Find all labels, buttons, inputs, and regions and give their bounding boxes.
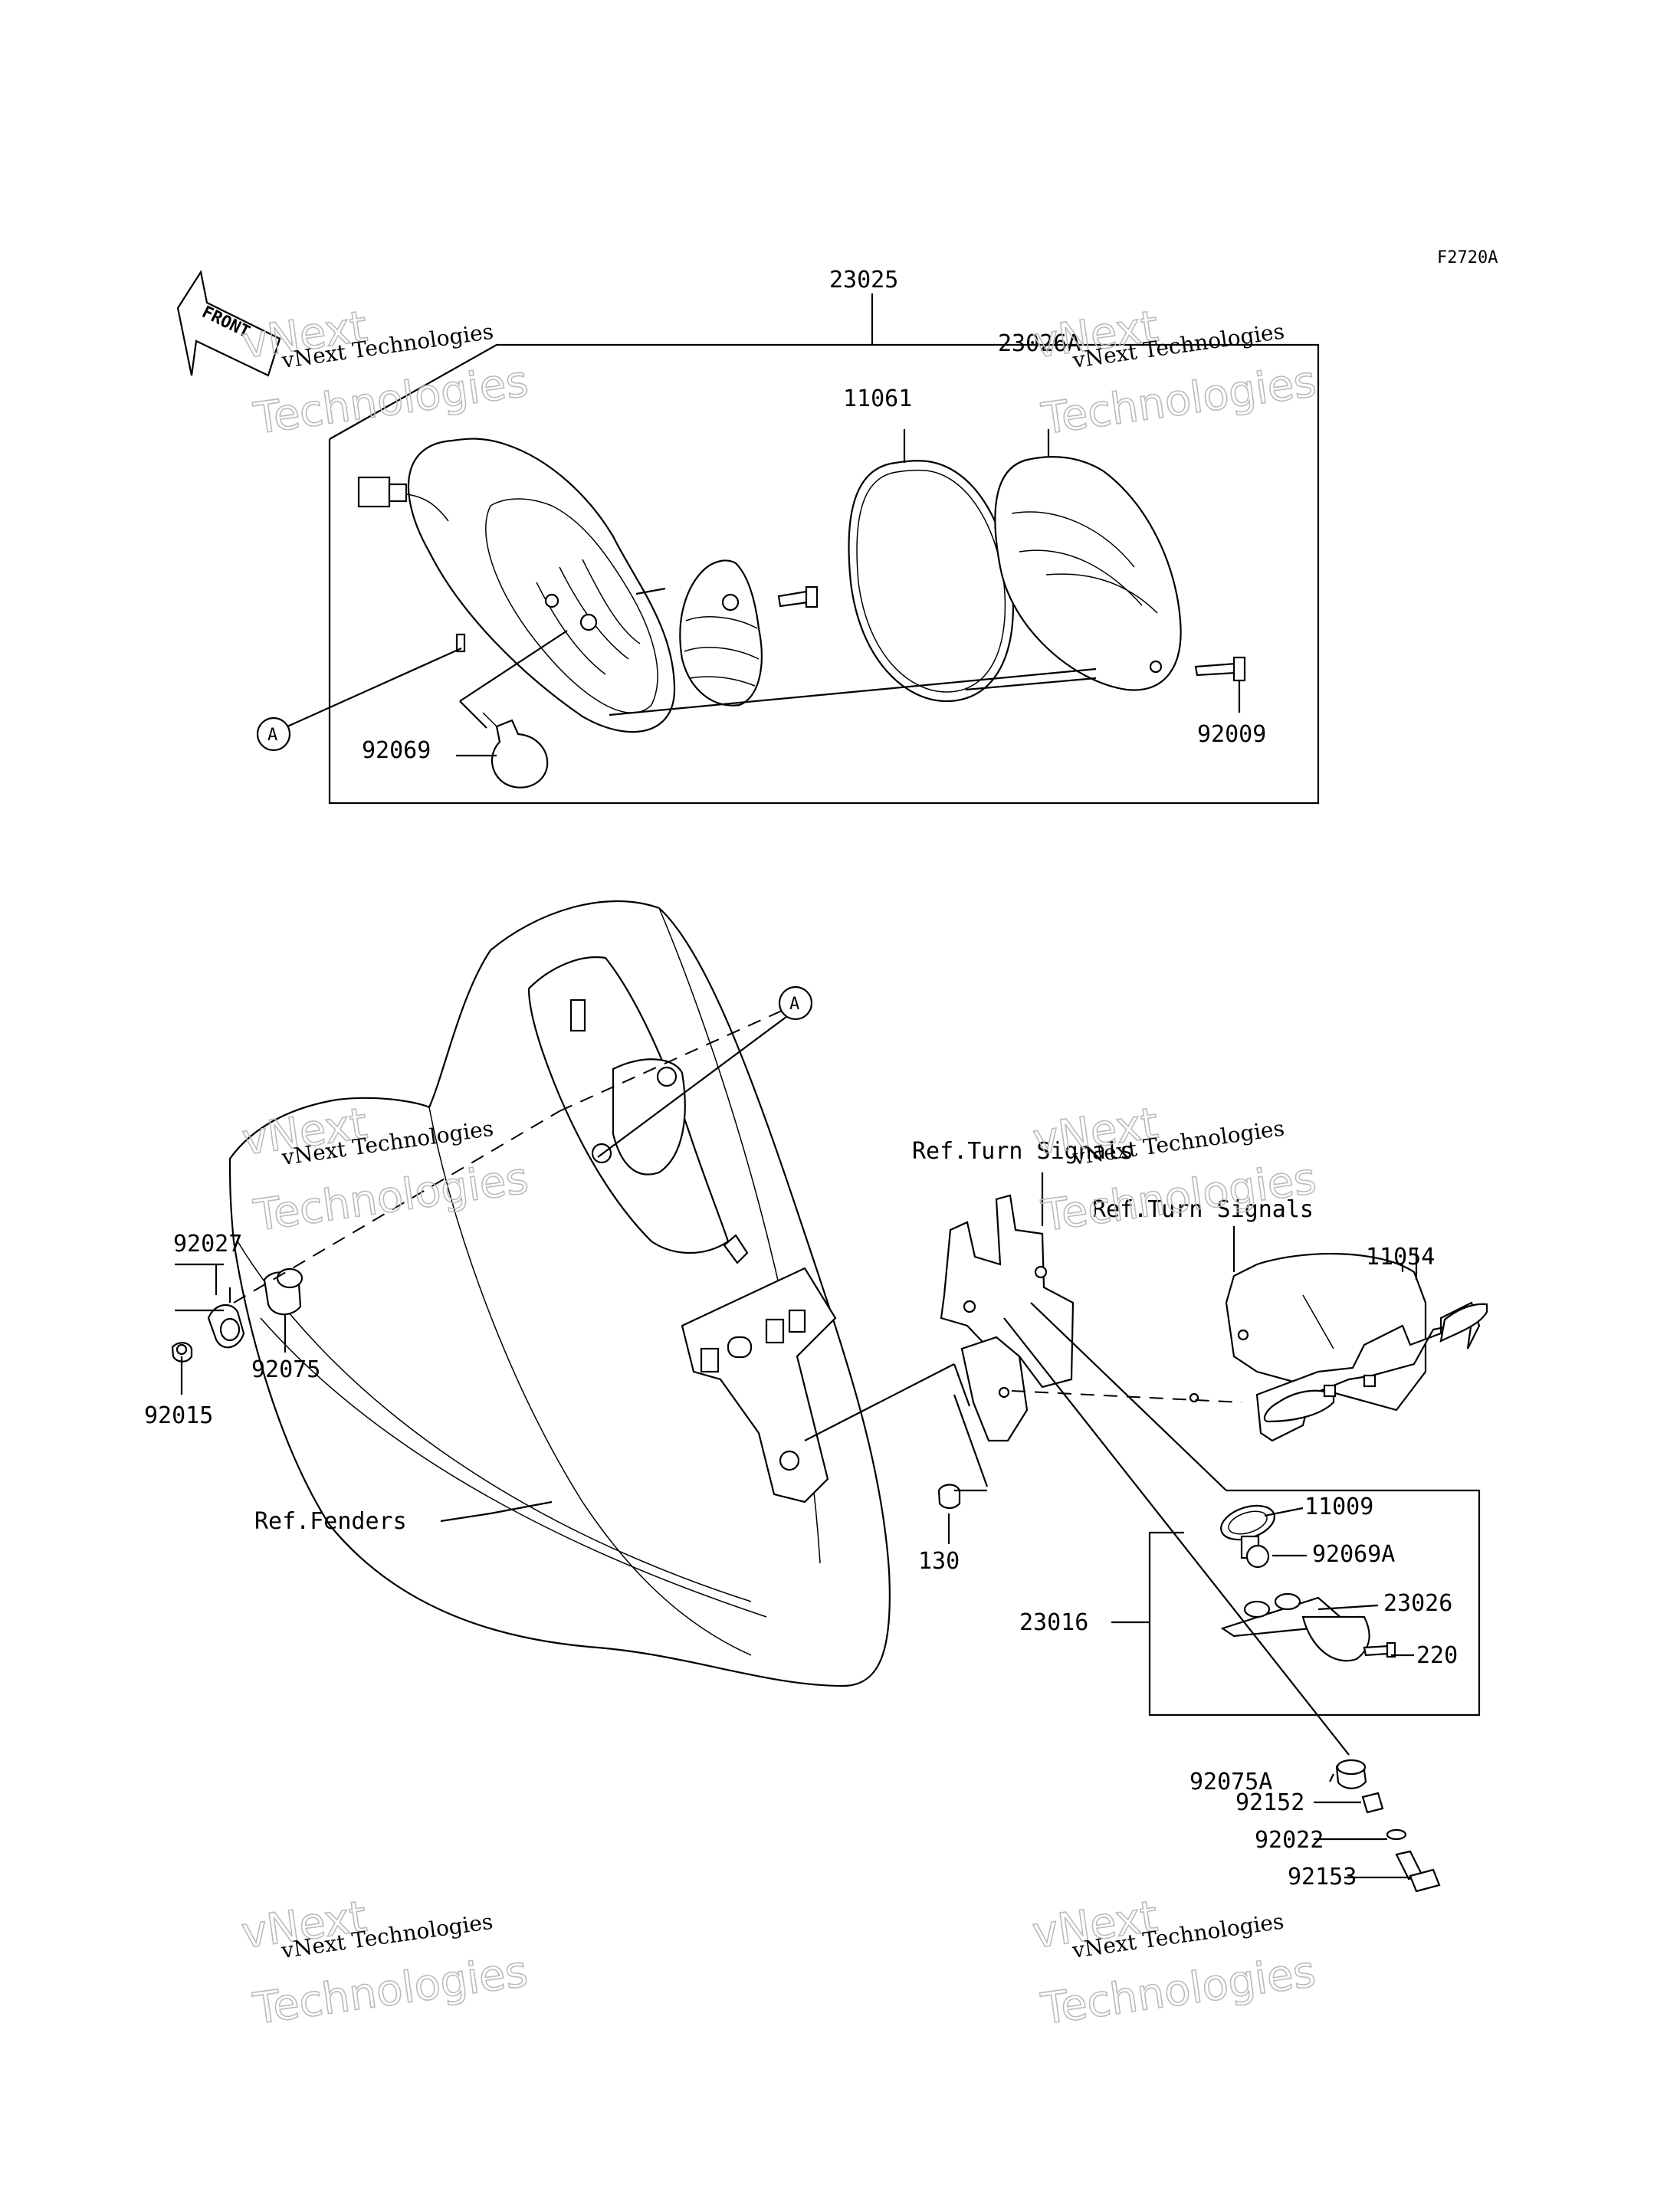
watermark-5: vNext vNext Technologies Technologies: [238, 1891, 532, 2035]
watermark-2: vNext vNext Technologies Technologies: [1029, 301, 1320, 445]
part-label-11061: 11061: [843, 385, 912, 412]
ref-a-upper: A: [256, 716, 291, 752]
part-label-92022: 92022: [1255, 1827, 1324, 1854]
part-label-220: 220: [1416, 1642, 1458, 1669]
leader-lines: [175, 1003, 1418, 1879]
part-label-92075a: 92075A: [1189, 1769, 1272, 1795]
part-label-23026a: 23026A: [998, 330, 1081, 357]
diagram-code: F2720A: [1437, 248, 1498, 267]
bolt-130: [937, 1484, 961, 1510]
tail-lamp-assembly: [271, 293, 1320, 805]
watermark-1: vNext vNext Technologies Technologies: [238, 301, 532, 445]
ref-turn-signals-label-1: Ref.Turn Signals: [912, 1138, 1134, 1165]
part-label-23025: 23025: [829, 267, 898, 293]
part-label-23026: 23026: [1383, 1590, 1452, 1617]
part-label-92069a: 92069A: [1312, 1541, 1395, 1568]
grommet-group: [171, 1267, 304, 1362]
part-label-130: 130: [918, 1548, 960, 1575]
part-label-92027: 92027: [173, 1231, 242, 1258]
watermark-6: vNext vNext Technologies Technologies: [1029, 1891, 1319, 2035]
ref-turn-signals-label-2: Ref.Turn Signals: [1092, 1196, 1314, 1223]
license-lamp-assembly: [1148, 1489, 1481, 1893]
part-label-92015: 92015: [144, 1402, 213, 1429]
part-label-23016: 23016: [1019, 1609, 1088, 1636]
part-label-92069: 92069: [362, 737, 431, 764]
part-label-11054: 11054: [1366, 1244, 1435, 1271]
part-label-92075: 92075: [251, 1356, 320, 1383]
ref-a-lower-label: A: [789, 995, 799, 1014]
rear-fender: [228, 900, 891, 1687]
part-label-92009: 92009: [1197, 721, 1266, 748]
license-bracket: [940, 1194, 1488, 1442]
part-label-11009: 11009: [1304, 1494, 1373, 1520]
ref-a-lower: A: [778, 985, 813, 1021]
ref-fenders-label: Ref.Fenders: [254, 1508, 407, 1535]
ref-a-upper-label: A: [267, 726, 277, 745]
part-label-92152: 92152: [1235, 1789, 1304, 1816]
part-label-92153: 92153: [1288, 1864, 1357, 1890]
